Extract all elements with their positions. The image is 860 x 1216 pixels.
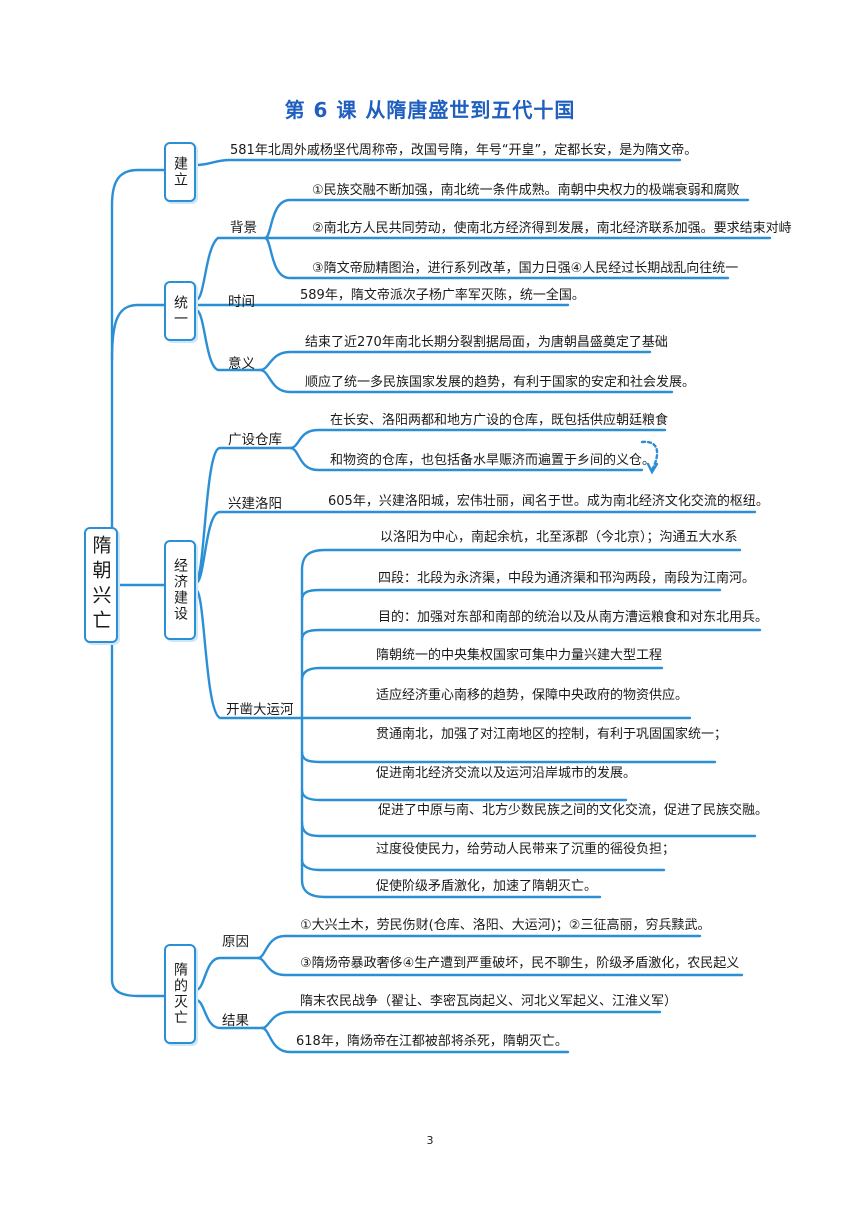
node-jianli: 建立: [164, 142, 196, 202]
miewang-yuanyin-label: 原因: [222, 934, 249, 950]
root-label: 隋朝兴亡: [89, 535, 112, 635]
jingji-yunhe-label: 开凿大运河: [226, 702, 294, 718]
shijian-item: 589年，隋文帝派次子杨广率军灭陈，统一全国。: [300, 288, 585, 303]
yuanyin-item: ①大兴土木，劳民伤财(仓库、洛阳、大运河)；②三征高丽，穷兵黩武。: [300, 918, 711, 933]
yunhe-item: 隋朝统一的中央集权国家可集中力量兴建大型工程: [376, 648, 663, 663]
jianli-item: 581年北周外戚杨坚代周称帝，改国号隋，年号“开皇”，定都长安，是为隋文帝。: [230, 143, 698, 158]
yunhe-item: 适应经济重心南移的趋势，保障中央政府的物资供应。: [376, 688, 689, 703]
yiyi-item: 结束了近270年南北长期分裂割据局面，为唐朝昌盛奠定了基础: [305, 335, 668, 350]
yunhe-item: 目的：加强对东部和南部的统治以及从南方漕运粮食和对东北用兵。: [378, 610, 769, 625]
node-jingji: 经济建设: [164, 540, 196, 640]
jingji-luoyang-label: 兴建洛阳: [228, 496, 282, 512]
node-tongyi-label: 统一: [172, 295, 188, 327]
yunhe-item: 四段：北段为永济渠，中段为通济渠和邗沟两段，南段为江南河。: [378, 571, 756, 586]
yiyi-item: 顺应了统一多民族国家发展的趋势，有利于国家的安定和社会发展。: [305, 375, 696, 390]
tongyi-beijing-label: 背景: [230, 220, 257, 236]
cangku-item: 在长安、洛阳两都和地方广设的仓库，既包括供应朝廷粮食: [330, 413, 669, 428]
yunhe-item: 贯通南北，加强了对江南地区的控制，有利于巩固国家统一；: [376, 727, 728, 742]
jingji-cangku-label: 广设仓库: [228, 432, 282, 448]
jieguo-item: 隋末农民战争（翟让、李密瓦岗起义、河北义军起义、江淮义军）: [300, 994, 678, 1009]
beijing-item: ①民族交融不断加强，南北统一条件成熟。南朝中央权力的极端衰弱和腐败: [312, 183, 740, 198]
node-miewang: 隋的灭亡: [164, 944, 196, 1044]
node-jingji-label: 经济建设: [172, 558, 188, 622]
yuanyin-item: ③隋炀帝暴政奢侈④生产遭到严重破坏，民不聊生，阶级矛盾激化，农民起义: [300, 956, 740, 971]
tongyi-shijian-label: 时间: [228, 294, 255, 310]
root-node: 隋朝兴亡: [84, 527, 118, 643]
cangku-item: 和物资的仓库，也包括备水旱赈济而遍置于乡间的义仓。: [330, 453, 656, 468]
node-miewang-label: 隋的灭亡: [172, 962, 188, 1026]
page-number: 3: [426, 1134, 434, 1147]
node-jianli-label: 建立: [172, 156, 188, 188]
beijing-item: ③隋文帝励精图治，进行系列改革，国力日强④人民经过长期战乱向往统一: [312, 261, 739, 276]
luoyang-item: 605年，兴建洛阳城，宏伟壮丽，闻名于世。成为南北经济文化交流的枢纽。: [328, 494, 769, 509]
node-tongyi: 统一: [164, 281, 196, 341]
yunhe-item: 促进了中原与南、北方少数民族之间的文化交流，促进了民族交融。: [378, 803, 769, 818]
yunhe-item: 促进南北经济交流以及运河沿岸城市的发展。: [376, 766, 637, 781]
tongyi-yiyi-label: 意义: [228, 356, 255, 372]
yunhe-item: 以洛阳为中心，南起余杭，北至涿郡（今北京）；沟通五大水系: [380, 530, 738, 545]
miewang-jieguo-label: 结果: [222, 1013, 249, 1029]
yunhe-item: 过度役使民力，给劳动人民带来了沉重的徭役负担；: [376, 842, 676, 857]
beijing-item: ②南北方人民共同劳动，使南北方经济得到发展，南北经济联系加强。要求结束对峙: [312, 221, 792, 236]
page-title: 第 6 课 从隋唐盛世到五代十国: [284, 98, 576, 122]
yunhe-item: 促使阶级矛盾激化，加速了隋朝灭亡。: [376, 879, 598, 894]
jieguo-item: 618年，隋炀帝在江都被部将杀死，隋朝灭亡。: [296, 1034, 568, 1049]
